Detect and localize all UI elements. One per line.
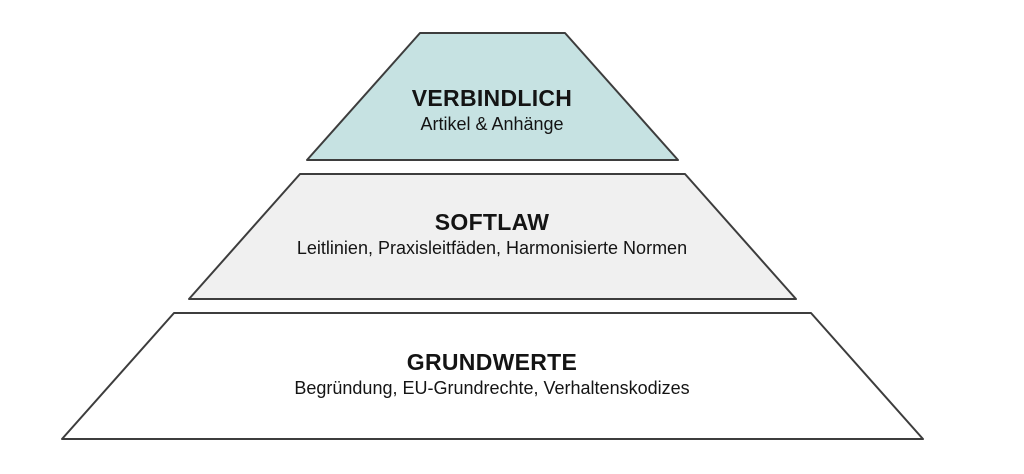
- pyramid-level-1-text: VERBINDLICH Artikel & Anhänge: [42, 84, 942, 136]
- level-1-subtitle: Artikel & Anhänge: [420, 114, 564, 134]
- pyramid-level-3-shape: [61, 312, 924, 440]
- level-3-subtitle: Begründung, EU-Grundrechte, Verhaltensko…: [294, 378, 690, 398]
- level-2-subtitle: Leitlinien, Praxisleitfäden, Harmonisier…: [296, 238, 688, 258]
- level-1-title: VERBINDLICH: [411, 85, 573, 111]
- level-2-title: SOFTLAW: [434, 209, 550, 235]
- pyramid-level-3-text: GRUNDWERTE Begründung, EU-Grundrechte, V…: [42, 348, 942, 400]
- pyramid-level-2-shape: [188, 173, 797, 300]
- pyramid-level-2-text: SOFTLAW Leitlinien, Praxisleitfäden, Har…: [42, 208, 942, 260]
- pyramid-level-1-shape: [306, 32, 679, 161]
- level-3-title: GRUNDWERTE: [406, 349, 578, 375]
